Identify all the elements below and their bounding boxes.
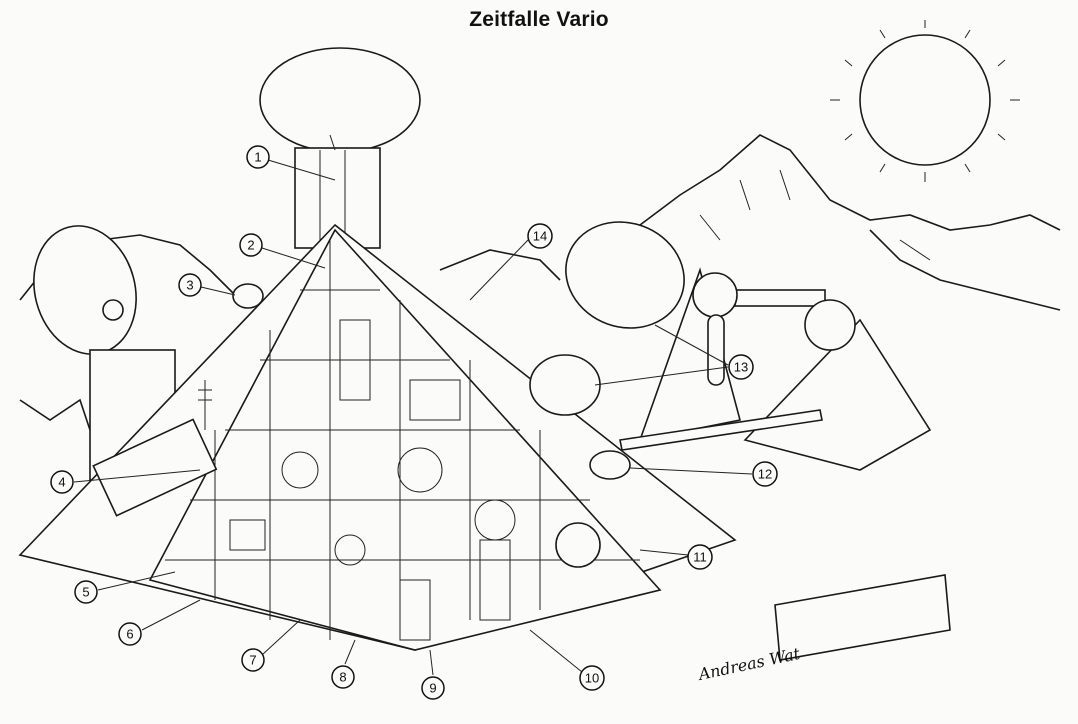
svg-text:10: 10 <box>585 671 599 686</box>
callout-13: 13 <box>728 354 754 380</box>
round-port <box>589 450 631 480</box>
svg-text:5: 5 <box>82 585 89 600</box>
callout-4: 4 <box>50 470 74 494</box>
reactor-wheel <box>555 522 601 568</box>
control-module <box>92 418 218 517</box>
flat-box <box>774 574 951 661</box>
svg-text:11: 11 <box>693 550 707 565</box>
callout-1: 1 <box>246 145 270 169</box>
svg-text:9: 9 <box>429 681 436 696</box>
connector-pipe <box>734 289 826 307</box>
top-dish <box>259 47 421 153</box>
svg-text:6: 6 <box>126 627 133 642</box>
svg-text:8: 8 <box>339 670 346 685</box>
right-dish <box>565 221 685 329</box>
callout-6: 6 <box>118 622 142 646</box>
callout-5: 5 <box>74 580 98 604</box>
lens-module <box>232 283 264 309</box>
callout-8: 8 <box>331 665 355 689</box>
svg-text:12: 12 <box>758 467 772 482</box>
svg-text:7: 7 <box>249 653 256 668</box>
left-dish <box>33 225 137 355</box>
callout-2: 2 <box>239 233 263 257</box>
callout-3: 3 <box>178 273 202 297</box>
svg-text:1: 1 <box>254 150 261 165</box>
artist-signature: Andreas Wat <box>695 644 802 685</box>
sphere <box>804 299 856 351</box>
callout-7: 7 <box>241 648 265 672</box>
sun-icon <box>830 20 1020 182</box>
callout-10: 10 <box>579 665 605 691</box>
callout-9: 9 <box>421 676 445 700</box>
callout-11: 11 <box>687 544 713 570</box>
sphere <box>692 272 738 318</box>
callout-12: 12 <box>752 461 778 487</box>
grid-lens <box>529 354 601 416</box>
leader-lines <box>73 159 753 676</box>
svg-text:2: 2 <box>247 238 254 253</box>
svg-text:4: 4 <box>58 475 65 490</box>
svg-text:3: 3 <box>186 278 193 293</box>
small-pyramid-right <box>743 318 932 471</box>
interior-structure <box>165 240 640 641</box>
callout-14: 14 <box>527 223 553 249</box>
svg-text:13: 13 <box>734 360 748 375</box>
svg-text:14: 14 <box>533 229 547 244</box>
illustration-title: Zeitfalle Vario <box>469 8 609 31</box>
